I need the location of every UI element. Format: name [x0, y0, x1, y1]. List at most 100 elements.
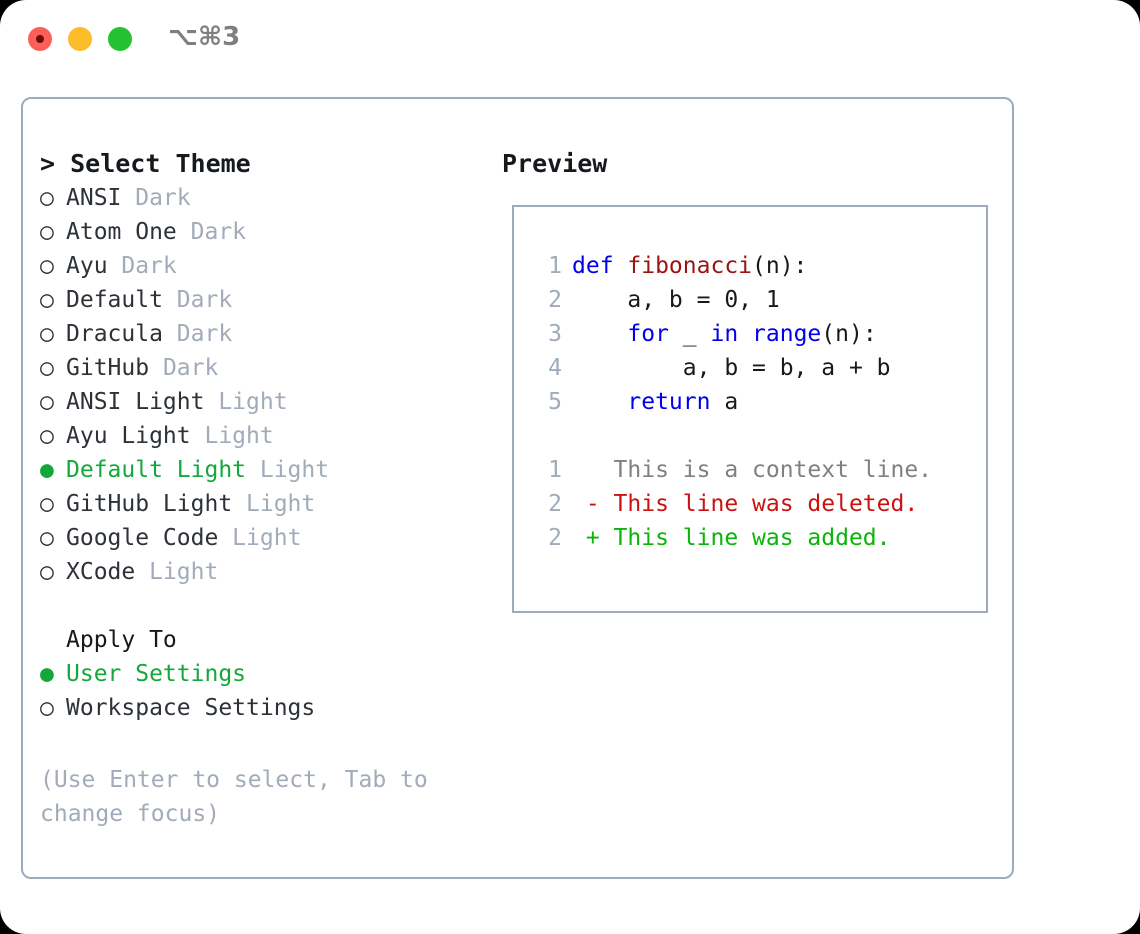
theme-option-default[interactable]: ○Default Dark	[40, 283, 500, 317]
theme-option-default-light[interactable]: ●Default Light Light	[40, 453, 500, 487]
apply-to-header: Apply To	[66, 627, 177, 653]
theme-option-label: Dracula	[66, 321, 163, 347]
theme-option-kind-badge: Light	[190, 423, 274, 449]
code-token: def	[572, 253, 628, 279]
code-line: 5 return a	[532, 385, 972, 419]
theme-option-list[interactable]: ○ANSI Dark○Atom One Dark○Ayu Dark○Defaul…	[40, 181, 500, 589]
code-token: return	[627, 389, 711, 415]
dialog-panel: > Select Theme ○ANSI Dark○Atom One Dark○…	[21, 97, 1014, 879]
radio-unselected-icon: ○	[40, 491, 54, 517]
radio-unselected-icon: ○	[40, 219, 54, 245]
theme-option-ayu-light[interactable]: ○ Ayu Light Light	[40, 419, 500, 453]
theme-option-label: Atom One	[66, 219, 177, 245]
radio-unselected-icon: ○	[40, 253, 54, 279]
theme-option-label: ANSI	[66, 185, 122, 211]
theme-option-kind-badge: Light	[135, 559, 219, 585]
radio-unselected-icon: ○	[40, 423, 54, 449]
code-token: a, b = b, a + b	[572, 355, 891, 381]
theme-option-kind-badge: Light	[218, 525, 302, 551]
radio-unselected-icon: ○	[40, 355, 54, 381]
code-token: for	[627, 321, 669, 347]
theme-option-label: XCode	[66, 559, 136, 585]
theme-option-kind-badge: Dark	[176, 219, 247, 245]
theme-option-kind-badge: Dark	[162, 287, 233, 313]
radio-selected-icon: ●	[40, 457, 54, 483]
code-token: range	[752, 321, 822, 347]
line-number: 4	[548, 355, 562, 381]
code-line: 4 a, b = b, a + b	[532, 351, 972, 385]
radio-unselected-icon: ○	[40, 389, 54, 415]
line-number: 5	[548, 389, 562, 415]
code-token	[572, 321, 627, 347]
radio-unselected-icon: ○	[40, 525, 54, 551]
diff-line: 1 This is a context line.	[532, 453, 972, 487]
line-number: 2	[548, 287, 562, 313]
radio-unselected-icon: ○	[40, 559, 54, 585]
apply-to-option-label: User Settings	[66, 661, 247, 687]
maximize-window-button[interactable]	[108, 27, 132, 51]
theme-option-ansi-light[interactable]: ○ ANSI Light Light	[40, 385, 500, 419]
code-line: 3 for _ in range(n):	[532, 317, 972, 351]
code-token: _	[668, 321, 711, 347]
theme-option-label: Google Code	[66, 525, 219, 551]
radio-selected-icon: ●	[40, 661, 54, 687]
theme-option-label: Default Light	[66, 457, 247, 483]
code-line: 2 a, b = 0, 1	[532, 283, 972, 317]
theme-option-label: ANSI Light	[66, 389, 205, 415]
close-window-button[interactable]	[28, 27, 52, 51]
keyboard-hint-text: (Use Enter to select, Tab to change focu…	[40, 767, 442, 827]
close-icon	[36, 35, 44, 43]
theme-option-atom-one[interactable]: ○ Atom One Dark	[40, 215, 500, 249]
theme-option-kind-badge: Light	[232, 491, 316, 517]
code-token: in	[710, 321, 739, 347]
code-token: (n):	[752, 253, 808, 279]
line-number: 2	[548, 525, 562, 551]
code-token: fibonacci	[627, 253, 753, 279]
apply-to-option-label: Workspace Settings	[66, 695, 316, 721]
theme-selector-column: > Select Theme ○ANSI Dark○Atom One Dark○…	[40, 147, 500, 725]
theme-option-xcode[interactable]: ○ XCode Light	[40, 555, 500, 589]
theme-option-label: Default	[66, 287, 163, 313]
code-blank-line	[532, 419, 972, 453]
theme-option-github[interactable]: ○GitHub Dark	[40, 351, 500, 385]
preview-header: Preview	[502, 149, 608, 178]
apply-to-option-user-settings[interactable]: ● User Settings	[40, 657, 500, 691]
radio-unselected-icon: ○	[40, 185, 54, 211]
theme-option-ayu[interactable]: ○ Ayu Dark	[40, 249, 500, 283]
theme-option-label: GitHub Light	[66, 491, 233, 517]
theme-option-kind-badge: Light	[204, 389, 288, 415]
code-token: This is a context line.	[572, 457, 933, 483]
preview-column: Preview	[502, 147, 1002, 181]
section-spacer	[40, 589, 500, 623]
theme-option-dracula[interactable]: ○ Dracula Dark	[40, 317, 500, 351]
code-token: (n):	[821, 321, 877, 347]
select-theme-header: > Select Theme	[40, 149, 251, 178]
code-token: + This line was added.	[572, 525, 891, 551]
keyboard-shortcut-label: ⌥⌘3	[168, 22, 241, 52]
theme-option-kind-badge: Dark	[149, 355, 219, 381]
code-token: a	[710, 389, 739, 415]
theme-option-kind-badge: Dark	[162, 321, 233, 347]
theme-option-label: Ayu Light	[66, 423, 191, 449]
diff-line: 2 - This line was deleted.	[532, 487, 972, 521]
theme-option-github-light[interactable]: ○ GitHub Light Light	[40, 487, 500, 521]
line-number: 1	[548, 457, 562, 483]
radio-unselected-icon: ○	[40, 321, 54, 347]
radio-unselected-icon: ○	[40, 695, 54, 721]
theme-option-kind-badge: Dark	[107, 253, 177, 279]
minimize-window-button[interactable]	[68, 27, 92, 51]
theme-option-ansi[interactable]: ○ ANSI Dark	[40, 181, 500, 215]
theme-option-google-code[interactable]: ○ Google Code Light	[40, 521, 500, 555]
apply-to-option-workspace-settings[interactable]: ○ Workspace Settings	[40, 691, 500, 725]
diff-line: 2 + This line was added.	[532, 521, 972, 555]
code-token: a, b = 0, 1	[572, 287, 780, 313]
apply-to-option-list[interactable]: ● User Settings ○ Workspace Settings	[40, 657, 500, 725]
code-token	[572, 389, 627, 415]
theme-option-label: Ayu	[66, 253, 108, 279]
code-token	[738, 321, 752, 347]
line-number: 2	[548, 491, 562, 517]
theme-option-kind-badge: Dark	[121, 185, 191, 211]
